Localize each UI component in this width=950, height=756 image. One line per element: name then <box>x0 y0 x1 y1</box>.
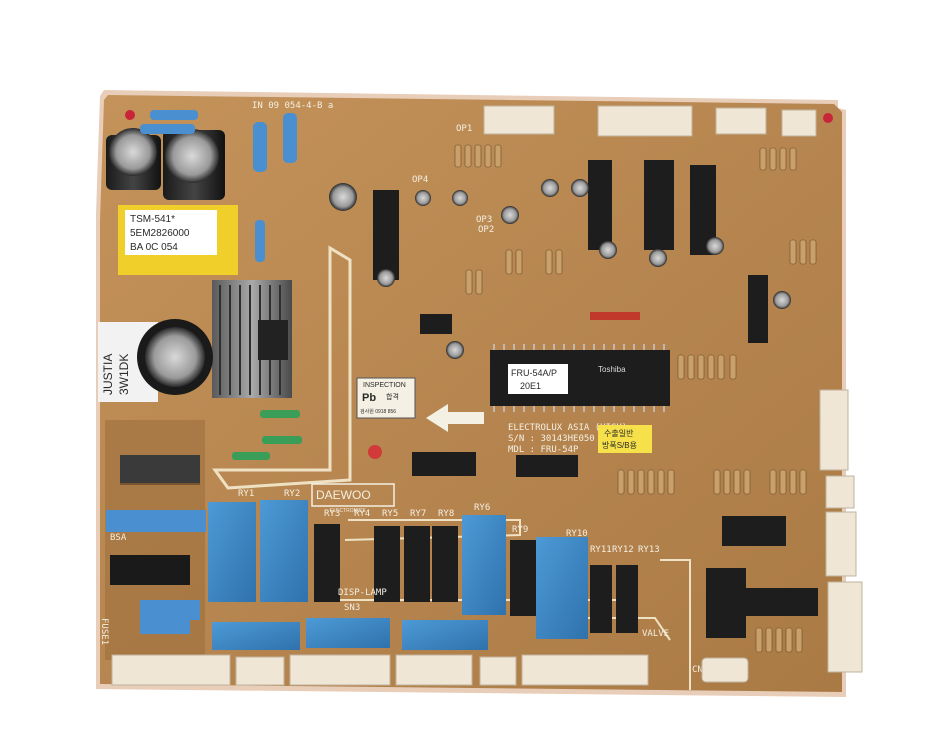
connector-label: VALVE <box>642 629 669 639</box>
relay-label: RY11 <box>590 545 612 555</box>
opamp-label: OP2 <box>478 225 494 235</box>
opamp-label: OP1 <box>456 124 472 134</box>
transformer-label-1: TSM-541* <box>130 214 175 225</box>
export-line-1: 수출일반 <box>604 428 634 438</box>
opamp-label: OP3 <box>476 215 492 225</box>
relay-ry3 <box>314 524 340 602</box>
mounting-hole <box>368 445 382 459</box>
power-resistors <box>140 110 297 262</box>
mcu-label-2: 20E1 <box>520 381 541 391</box>
inspection-pb: Pb <box>362 392 376 404</box>
inspection-pass: 합격 <box>386 392 399 401</box>
mcu-label-1: FRU-54A/P <box>511 368 557 378</box>
bottom-connectors <box>111 654 749 686</box>
input-capacitors <box>106 128 225 200</box>
mounting-hole <box>125 110 135 120</box>
microcontroller: FRU-54A/P 20E1 Toshiba <box>490 344 670 412</box>
export-sticker: 수출일반 방폭S/B용 <box>598 425 652 453</box>
model-line-1: ELECTROLUX ASIA (HIGH) <box>508 423 627 433</box>
connector-label: CN7 <box>692 665 708 675</box>
main-capacitor: JUSTIA 3W1DK <box>98 319 213 402</box>
silkscreen-misc: IN 09 054-4-B a CN7 VALVE BSA SN3 DISP-L… <box>99 101 708 675</box>
cap-sleeve-1: JUSTIA <box>101 354 115 395</box>
relay-label: RY2 <box>284 489 300 499</box>
relay-ry8 <box>432 526 458 602</box>
relay-ry7 <box>404 526 430 602</box>
opamp-label: OP4 <box>412 175 428 185</box>
relay-label: RY13 <box>638 545 660 555</box>
top-connectors <box>483 105 817 137</box>
relay-label: RY9 <box>512 525 528 535</box>
relay-ry9 <box>510 540 536 616</box>
relay-ry10 <box>536 537 588 639</box>
mid-components <box>232 160 791 460</box>
relay-ry6 <box>462 515 506 615</box>
heat-sink <box>212 280 292 398</box>
cap-sleeve-2: 3W1DK <box>117 354 131 395</box>
relay-label: RY3 <box>324 509 340 519</box>
relay-ry2 <box>260 500 308 602</box>
relay-label: RY5 <box>382 509 398 519</box>
header-text: IN 09 054-4-B a <box>252 101 333 111</box>
inspection-serial: 검사원 0918 856 <box>360 408 396 415</box>
fuse-label: FUSE1 <box>99 618 109 645</box>
relay-label: RY8 <box>438 509 454 519</box>
relay-label: RY10 <box>566 529 588 539</box>
relay-label: RY7 <box>410 509 426 519</box>
transformer-label-2: 5EM2826000 <box>130 228 190 239</box>
model-line-3: MDL : FRU-54P <box>508 445 579 455</box>
relay-labels: RY1 RY2 RY3 RY4 RY5 RY6 RY7 RY8 RY9 RY10… <box>238 489 660 555</box>
relays <box>208 500 638 650</box>
small-ics <box>412 314 818 638</box>
export-line-2: 방폭S/B용 <box>602 440 637 450</box>
brand-logo: DAEWOO ELECTRONICS <box>311 483 395 514</box>
relay-label: RY1 <box>238 489 254 499</box>
connector-label: BSA <box>110 533 127 543</box>
relay-label: RY12 <box>612 545 634 555</box>
board-arrow <box>426 404 484 432</box>
relay-label: RY6 <box>474 503 490 513</box>
resistor-arrays <box>454 144 817 653</box>
mcu-maker: Toshiba <box>598 365 626 374</box>
model-info: ELECTROLUX ASIA (HIGH) S/N : 30143HE050 … <box>508 423 627 455</box>
brand-sub: ELECTRONICS <box>330 508 366 514</box>
connector-label: SN3 <box>344 603 360 613</box>
connector-label: DISP-LAMP <box>338 588 387 598</box>
transformer-label-3: BA 0C 054 <box>130 242 178 253</box>
left-components <box>106 455 206 634</box>
inspection-stamp: INSPECTION Pb 합격 검사원 0918 856 <box>356 377 416 419</box>
relay-ry12 <box>616 565 638 633</box>
transformer: TSM-541* 5EM2826000 BA 0C 054 <box>118 205 238 275</box>
relay-ry4 <box>374 526 400 602</box>
brand-name: DAEWOO <box>316 488 371 502</box>
relay-ry11 <box>590 565 612 633</box>
relay-label: RY4 <box>354 509 370 519</box>
right-connectors <box>819 389 863 673</box>
relay-ry1 <box>208 502 256 602</box>
inspection-title: INSPECTION <box>363 382 406 389</box>
mounting-hole <box>823 113 833 123</box>
model-line-2: S/N : 30143HE050 <box>508 434 595 444</box>
